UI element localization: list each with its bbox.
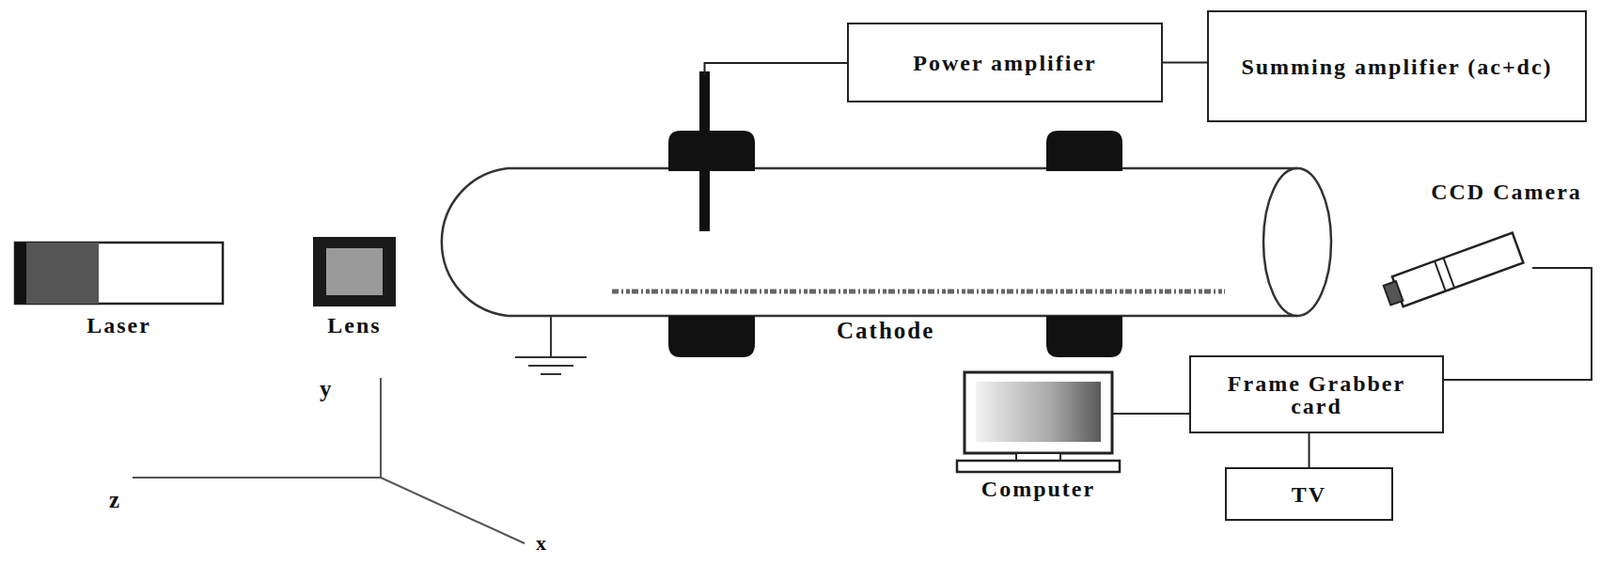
unit-label: Lens: [275, 313, 434, 338]
axis-label: z: [109, 486, 122, 514]
axis-label: x: [535, 531, 549, 556]
instrument-box: TV: [1224, 467, 1394, 521]
electrode-block: [668, 130, 755, 172]
signal-cable: [1112, 412, 1190, 415]
lens-frame: [313, 236, 396, 307]
signal-cable: [1162, 62, 1208, 64]
laser-body: [15, 242, 223, 304]
screen: [975, 381, 1101, 442]
box-label: Frame Grabber card: [1200, 372, 1433, 418]
laser-end: [15, 242, 27, 304]
electrode-label: Cathode: [836, 317, 935, 345]
dust-beam: [611, 289, 1225, 295]
instrument-box: Power amplifier: [847, 22, 1163, 103]
coordinate-axes: [132, 377, 525, 544]
instrument-box: Summing amplifier (ac+dc): [1207, 10, 1587, 123]
lens-unit: Lens: [313, 236, 396, 307]
computer-unit: Computer: [964, 372, 1113, 474]
monitor: [964, 372, 1113, 454]
unit-label: Computer: [917, 477, 1160, 502]
laser-unit: Laser: [15, 242, 223, 304]
camera-unit: CCD Camera: [1381, 235, 1533, 301]
camera-body: [1381, 233, 1524, 312]
laser-head: [15, 242, 99, 304]
probe-wire: [705, 62, 848, 76]
ground-symbol: [515, 315, 587, 375]
box-label: Power amplifier: [912, 51, 1098, 75]
box-label: Summing amplifier (ac+dc): [1240, 55, 1553, 79]
electrode-block: [1046, 130, 1123, 172]
unit-label: CCD Camera: [1419, 180, 1594, 204]
electrode-block: [1046, 315, 1123, 358]
lens-symbol: [313, 236, 396, 307]
signal-cable: [1308, 433, 1311, 468]
computer-icon: [964, 372, 1113, 474]
instrument-box: Frame Grabber card: [1189, 355, 1444, 434]
laser-symbol: [15, 242, 223, 304]
keyboard-base: [956, 460, 1120, 472]
electrode-block: [668, 315, 755, 358]
box-label: TV: [1291, 483, 1327, 506]
tube-window: [1263, 168, 1332, 316]
camera-symbol: [1381, 235, 1533, 301]
lens-glass: [326, 248, 383, 296]
axis-label: y: [319, 376, 334, 403]
probe-rod: [699, 71, 710, 232]
unit-label: Laser: [15, 313, 223, 338]
discharge-tube: [441, 168, 1298, 316]
